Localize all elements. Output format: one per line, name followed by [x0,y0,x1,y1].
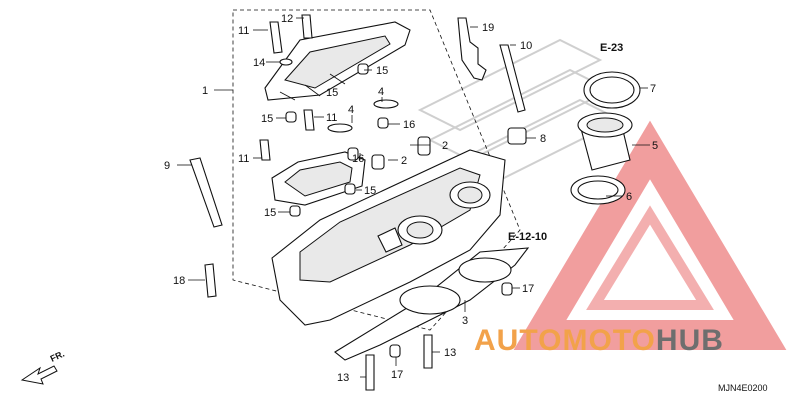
dowel-pins-and-seals [279,58,513,358]
callout-16-b: 16 [352,153,364,165]
reference-e-12-10: E-12-10 [508,231,547,243]
callout-9: 9 [164,160,170,172]
watermark-triangle-logo [513,120,787,350]
callout-15-b: 15 [261,113,273,125]
callout-10: 10 [520,40,532,52]
callout-numbers: 1 2 2 3 4 4 5 6 7 8 9 10 11 11 11 12 13 … [164,13,658,384]
callout-7: 7 [650,83,656,95]
watermark-part-3: HUB [656,324,724,357]
callout-14: 14 [253,57,265,69]
callout-6: 6 [626,191,632,203]
callout-8: 8 [540,133,546,145]
watermark-part-1: AUTO [474,324,562,357]
callout-13-b: 13 [444,347,456,359]
valve-cover-upper [264,21,411,101]
callout-2-a: 2 [442,140,448,152]
callout-4-b: 4 [378,86,384,98]
watermark-part-2: MOTO [562,324,655,357]
callout-11-c: 11 [238,153,249,165]
svg-text:AUTOMOTOHUB: AUTOMOTOHUB [474,324,724,357]
assembly-outline-frame [232,9,521,331]
reference-e-23: E-23 [600,42,623,54]
leader-lines [177,17,650,378]
callout-5: 5 [652,140,658,152]
callout-11-b: 11 [326,112,337,124]
front-direction-label: FR. [49,349,66,364]
callout-15-a: 15 [376,65,388,77]
watermark-text: AUTOMOTOHUB [474,324,724,357]
cylinder-head-body [271,149,506,326]
callout-3: 3 [462,315,468,327]
callout-12: 12 [281,13,293,25]
callout-4-a: 4 [348,104,354,116]
callout-16-a: 16 [403,119,415,131]
stud-bolts [189,14,526,391]
callout-2-b: 2 [401,155,407,167]
front-direction-arrow-icon [20,365,58,385]
callout-18: 18 [173,275,185,287]
callout-17-a: 17 [522,283,534,295]
camshaft-holder [271,151,366,206]
callout-19: 19 [482,22,494,34]
callout-1: 1 [202,85,208,97]
intake-insulator-group [507,71,641,205]
callout-13-a: 13 [337,372,349,384]
callout-15-e: 15 [326,87,338,99]
diagram-code: MJN4E0200 [718,383,768,393]
spark-plug [457,17,487,81]
cylinder-head-gasket [334,247,530,361]
callout-11-a: 11 [238,25,249,37]
callout-15-c: 15 [364,185,376,197]
callout-15-d: 15 [264,207,276,219]
callout-17-b: 17 [391,369,403,381]
